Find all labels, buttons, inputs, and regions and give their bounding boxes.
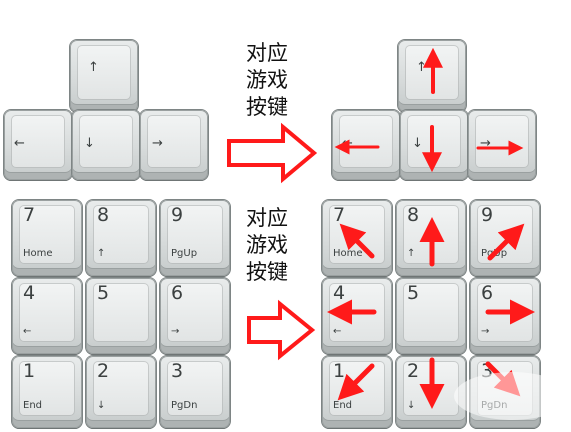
mapped-arrow-key-down: ↓ bbox=[400, 110, 468, 180]
key-number: 1 bbox=[23, 360, 36, 382]
hollow-right-arrow-icon bbox=[227, 122, 318, 184]
key-sublabel: End bbox=[333, 400, 353, 411]
key-number: 2 bbox=[407, 360, 420, 382]
key-number: 1 bbox=[333, 360, 346, 382]
key-sublabel: ← bbox=[23, 326, 32, 337]
mapped-numpad-key-6: 6 → bbox=[470, 278, 540, 354]
mapped-arrow-key-left: ← bbox=[332, 110, 400, 180]
arrow-key-right: → bbox=[140, 110, 208, 180]
key-number: 4 bbox=[333, 282, 346, 304]
key-sublabel: ↑ bbox=[407, 248, 416, 259]
key-number: 9 bbox=[171, 204, 184, 226]
numpad-key-2: 2 ↓ bbox=[86, 356, 156, 428]
mapped-numpad-key-9: 9 PgUp bbox=[470, 200, 540, 276]
key-number: 7 bbox=[23, 204, 36, 226]
mapping-label-top: 对应 游戏 按键 bbox=[246, 41, 288, 119]
key-number: 4 bbox=[23, 282, 36, 304]
down-arrow-legend: ↓ bbox=[412, 136, 423, 151]
numpad-key-1: 1 End bbox=[12, 356, 82, 428]
left-arrow-legend: ← bbox=[342, 136, 353, 151]
key-sublabel: → bbox=[171, 326, 180, 337]
numpad-key-5: 5 bbox=[86, 278, 156, 354]
left-arrow-legend: ← bbox=[14, 136, 25, 151]
key-number: 5 bbox=[97, 282, 110, 304]
numpad-key-7: 7 Home bbox=[12, 200, 82, 276]
key-sublabel: PgDn bbox=[171, 400, 198, 411]
key-sublabel: → bbox=[481, 326, 490, 337]
key-sublabel: PgUp bbox=[171, 248, 198, 259]
key-number: 6 bbox=[171, 282, 184, 304]
hollow-right-arrow-icon bbox=[247, 299, 316, 361]
mapped-numpad-key-3: 3 PgDn bbox=[470, 356, 540, 428]
arrow-key-down: ↓ bbox=[72, 110, 140, 180]
numpad-key-4: 4 ← bbox=[12, 278, 82, 354]
mapped-numpad-key-8: 8 ↑ bbox=[396, 200, 466, 276]
numpad-key-8: 8 ↑ bbox=[86, 200, 156, 276]
mapped-numpad-key-2: 2 ↓ bbox=[396, 356, 466, 428]
key-number: 3 bbox=[481, 360, 494, 382]
key-number: 7 bbox=[333, 204, 346, 226]
numpad-key-9: 9 PgUp bbox=[160, 200, 230, 276]
mapping-label-bottom: 对应 游戏 按键 bbox=[246, 206, 288, 284]
key-sublabel: End bbox=[23, 400, 43, 411]
mapped-numpad-key-1: 1 End bbox=[322, 356, 392, 428]
key-number: 9 bbox=[481, 204, 494, 226]
key-sublabel: ↓ bbox=[407, 400, 416, 411]
key-sublabel: ↑ bbox=[97, 248, 106, 259]
key-number: 8 bbox=[407, 204, 420, 226]
key-number: 3 bbox=[171, 360, 184, 382]
arrow-key-left: ← bbox=[4, 110, 72, 180]
key-number: 2 bbox=[97, 360, 110, 382]
arrow-key-up: ↑ bbox=[70, 40, 138, 112]
key-sublabel: Home bbox=[333, 248, 363, 259]
mapped-numpad-key-5: 5 bbox=[396, 278, 466, 354]
key-sublabel: PgDn bbox=[481, 400, 508, 411]
key-number: 5 bbox=[407, 282, 420, 304]
right-arrow-legend: → bbox=[480, 136, 491, 151]
mapped-arrow-key-up: ↑ bbox=[398, 40, 466, 112]
right-arrow-legend: → bbox=[152, 136, 163, 151]
mapped-numpad-key-4: 4 ← bbox=[322, 278, 392, 354]
up-arrow-legend: ↑ bbox=[416, 60, 427, 75]
key-sublabel: PgUp bbox=[481, 248, 508, 259]
mapped-arrow-key-right: → bbox=[468, 110, 536, 180]
key-sublabel: Home bbox=[23, 248, 53, 259]
up-arrow-legend: ↑ bbox=[88, 60, 99, 75]
mapped-numpad-key-7: 7 Home bbox=[322, 200, 392, 276]
key-number: 8 bbox=[97, 204, 110, 226]
key-number: 6 bbox=[481, 282, 494, 304]
down-arrow-legend: ↓ bbox=[84, 136, 95, 151]
key-sublabel: ← bbox=[333, 326, 342, 337]
numpad-key-3: 3 PgDn bbox=[160, 356, 230, 428]
key-sublabel: ↓ bbox=[97, 400, 106, 411]
numpad-key-6: 6 → bbox=[160, 278, 230, 354]
